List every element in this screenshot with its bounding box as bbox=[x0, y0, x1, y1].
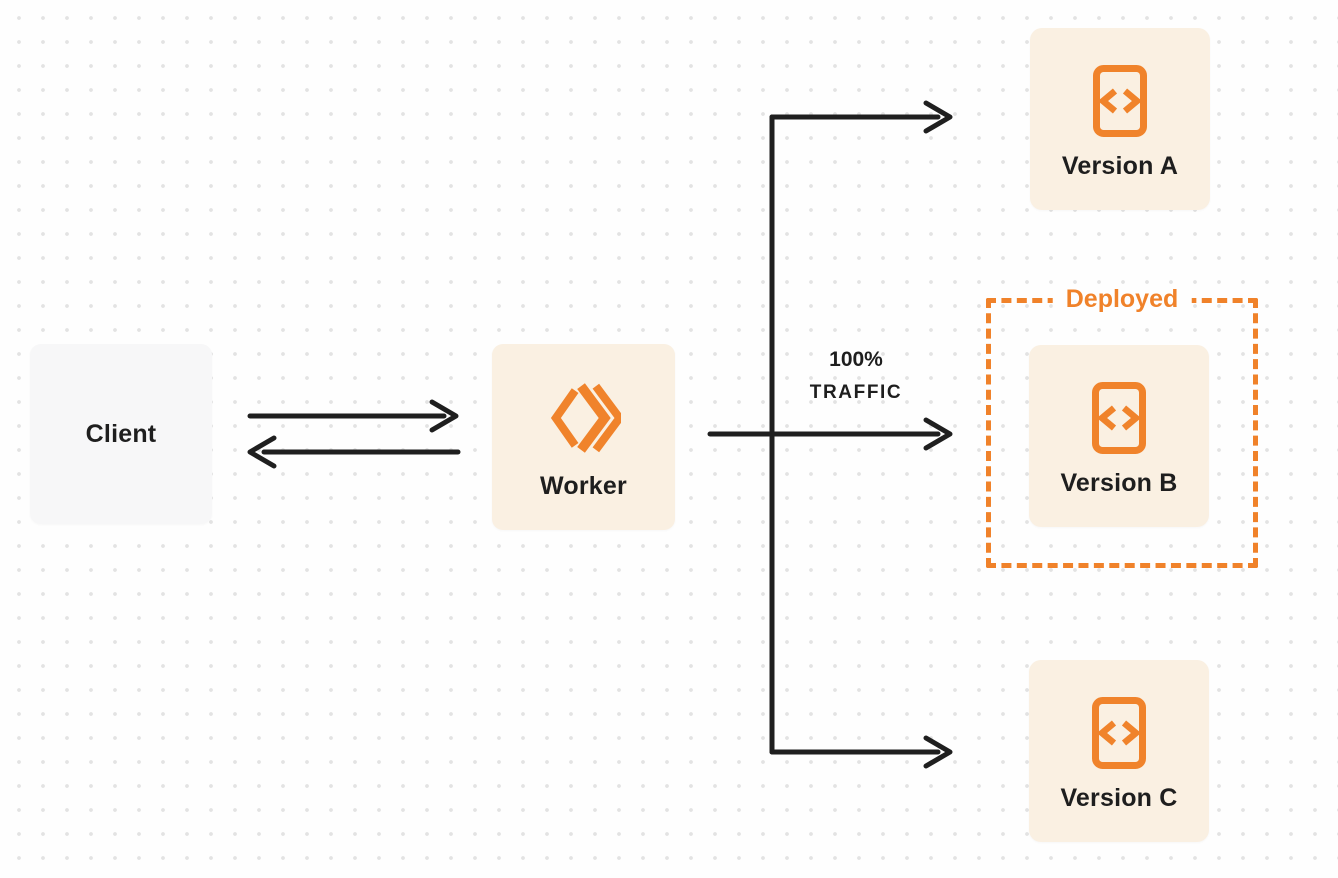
arrow-client-to-worker bbox=[247, 399, 459, 433]
version-c-label: Version C bbox=[1060, 783, 1178, 812]
client-label: Client bbox=[85, 419, 157, 448]
code-file-icon bbox=[1092, 696, 1146, 769]
deployed-frame: Deployed Version B bbox=[986, 284, 1258, 568]
version-a-node: Version A bbox=[1030, 28, 1210, 210]
traffic-percent-text: 100% bbox=[829, 348, 883, 371]
arrow-branch-to-version-c bbox=[769, 735, 953, 769]
version-c-node: Version C bbox=[1029, 660, 1209, 842]
code-file-icon bbox=[1092, 381, 1146, 454]
version-a-label: Version A bbox=[1061, 151, 1179, 180]
deployed-label: Deployed bbox=[1052, 284, 1192, 314]
arrow-worker-to-client bbox=[247, 435, 461, 469]
worker-label: Worker bbox=[540, 472, 627, 500]
code-file-icon bbox=[1093, 64, 1147, 137]
version-b-node: Version B bbox=[1029, 345, 1209, 527]
client-node: Client bbox=[30, 344, 212, 524]
arrow-worker-to-version-b bbox=[707, 417, 953, 451]
traffic-annotation: 100% TRAFFIC bbox=[786, 349, 926, 402]
cloudflare-workers-logo-icon bbox=[550, 383, 621, 453]
arrow-branch-to-version-a bbox=[769, 100, 953, 134]
version-b-label: Version B bbox=[1060, 468, 1178, 497]
traffic-word-text: TRAFFIC bbox=[809, 382, 903, 403]
worker-node: Worker bbox=[492, 344, 675, 530]
